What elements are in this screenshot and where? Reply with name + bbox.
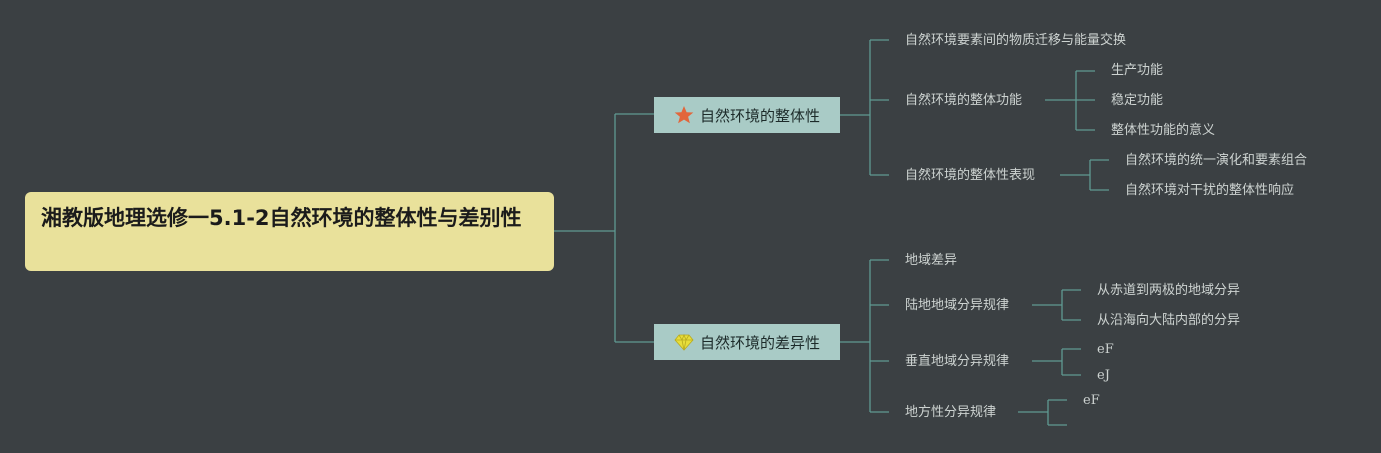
topic-material-energy-exchange[interactable]: 自然环境要素间的物质迁移与能量交换 [905, 33, 1127, 48]
topic-stability-function[interactable]: 稳定功能 [1111, 93, 1164, 108]
topic-production-function[interactable]: 生产功能 [1111, 63, 1164, 78]
topic-equator-to-poles[interactable]: 从赤道到两极的地域分异 [1097, 283, 1241, 298]
topic-regional-difference[interactable]: 地域差异 [905, 253, 958, 268]
topic-local-child-1[interactable]: eF [1083, 393, 1100, 408]
branch-label: 自然环境的整体性 [699, 106, 820, 125]
root-topic[interactable]: 湘教版地理选修一5.1-2自然环境的整体性与差别性 [25, 192, 554, 271]
topic-local-zonation[interactable]: 地方性分异规律 [905, 405, 997, 420]
branch-integrity[interactable]: 自然环境的整体性 [654, 97, 840, 133]
topic-function-significance[interactable]: 整体性功能的意义 [1111, 123, 1216, 138]
root-title: 湘教版地理选修一5.1-2自然环境的整体性与差别性 [41, 206, 522, 230]
diamond-icon [674, 332, 694, 352]
branch-difference[interactable]: 自然环境的差异性 [654, 324, 840, 360]
topic-unified-evolution[interactable]: 自然环境的统一演化和要素组合 [1125, 153, 1308, 168]
topic-disturbance-response[interactable]: 自然环境对干扰的整体性响应 [1125, 183, 1295, 198]
topic-integrity-manifestation[interactable]: 自然环境的整体性表现 [905, 168, 1036, 183]
topic-vertical-zonation[interactable]: 垂直地域分异规律 [905, 354, 1010, 369]
topic-vertical-child-1[interactable]: eF [1097, 342, 1114, 357]
topic-vertical-child-2[interactable]: eJ [1097, 368, 1110, 383]
topic-land-zonation[interactable]: 陆地地域分异规律 [905, 298, 1010, 313]
star-icon [674, 105, 694, 125]
topic-coast-to-inland[interactable]: 从沿海向大陆内部的分异 [1097, 313, 1241, 328]
topic-overall-function[interactable]: 自然环境的整体功能 [905, 93, 1023, 108]
branch-label: 自然环境的差异性 [699, 333, 820, 352]
